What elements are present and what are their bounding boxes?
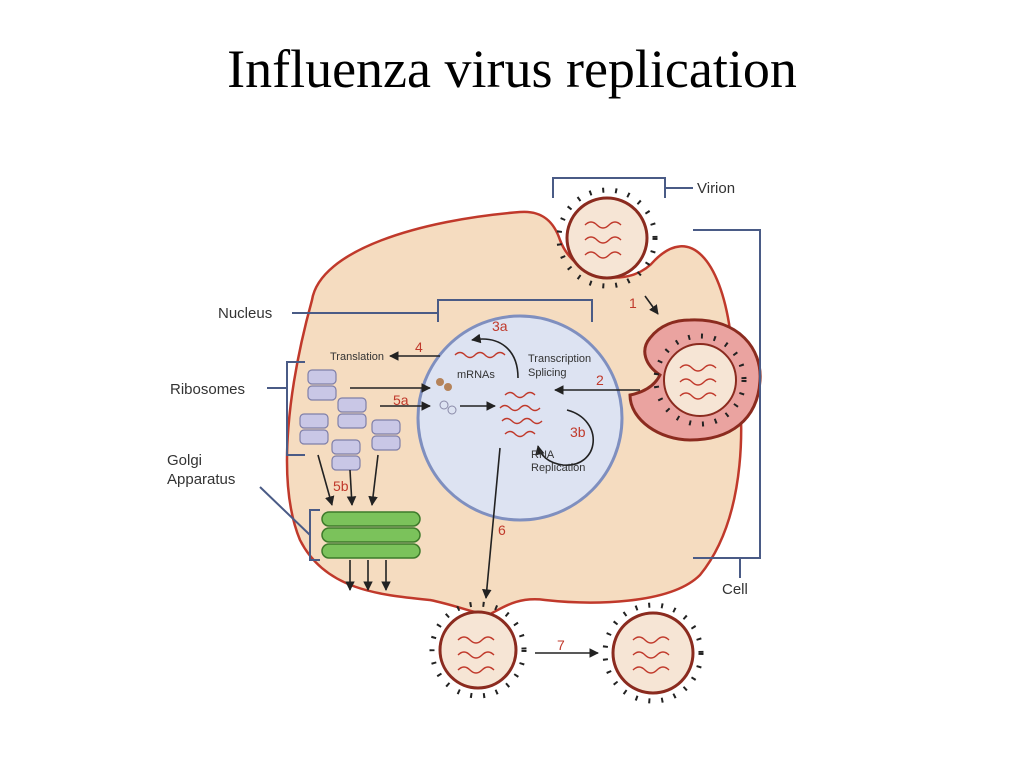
viral-rna-cluster: [436, 351, 543, 438]
cell-label: Cell: [722, 581, 748, 598]
ribosomes: [299, 369, 401, 471]
splicing-label: Splicing: [528, 367, 567, 379]
step-label: 3b: [570, 424, 586, 440]
nucleus: [416, 314, 624, 522]
step-label: 3a: [492, 318, 508, 334]
step-label: 6: [498, 522, 506, 538]
nucleus-label: Nucleus: [218, 305, 272, 322]
leader-lines: [259, 177, 761, 578]
process-arrows: [317, 295, 659, 658]
transcription-label: Transcription: [528, 353, 591, 365]
rna-label: RNA: [531, 449, 555, 461]
translation-label: Translation: [330, 351, 384, 363]
step-label: 5a: [393, 392, 409, 408]
mrnas-label: mRNAs: [457, 369, 495, 381]
released-virion: [602, 602, 704, 704]
ribosomes-label: Ribosomes: [170, 381, 245, 398]
golgi-label-line2: Apparatus: [167, 471, 235, 488]
step-label: 7: [557, 637, 565, 653]
virion-label: Virion: [697, 180, 735, 197]
step-label: 2: [596, 372, 604, 388]
replication-label: Replication: [531, 462, 585, 474]
step-label: 5b: [333, 478, 349, 494]
slide-title: Influenza virus replication: [227, 39, 797, 99]
incoming-virion: [556, 187, 658, 289]
step-label: 4: [415, 339, 423, 355]
budding-virion: [429, 601, 527, 699]
golgi-apparatus: [321, 511, 421, 559]
step-label: 1: [629, 295, 637, 311]
golgi-label-line1: Golgi: [167, 452, 202, 469]
